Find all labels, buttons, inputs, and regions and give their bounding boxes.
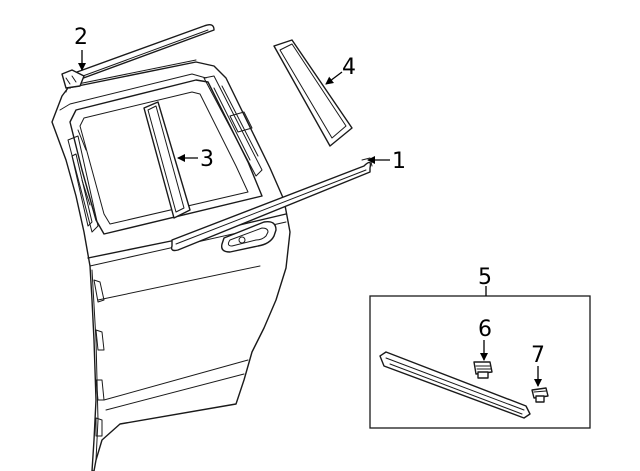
part-6-clip	[473, 361, 493, 379]
callout-1: 1	[367, 149, 406, 174]
callout-6: 6	[478, 317, 492, 361]
part-4-rear-applique	[273, 39, 353, 147]
callout-3-label: 3	[200, 147, 214, 172]
part-7-clip	[531, 387, 549, 403]
callout-5-label: 5	[478, 265, 492, 290]
callout-1-label: 1	[392, 149, 406, 174]
part-5-molding-kit	[369, 295, 591, 429]
callout-2: 2	[74, 25, 88, 71]
lower-door-molding	[379, 351, 531, 419]
rear-door-shell	[51, 59, 291, 471]
part-2-upper-frame-molding	[61, 23, 215, 89]
part-3-pillar-applique	[143, 101, 191, 219]
callout-5: 5	[478, 265, 492, 296]
callout-4: 4	[325, 55, 356, 85]
callout-3: 3	[177, 147, 214, 172]
callout-6-label: 6	[478, 317, 492, 342]
callout-4-label: 4	[342, 55, 356, 80]
callout-7: 7	[531, 343, 545, 387]
callout-7-label: 7	[531, 343, 545, 368]
callout-2-label: 2	[74, 25, 88, 50]
